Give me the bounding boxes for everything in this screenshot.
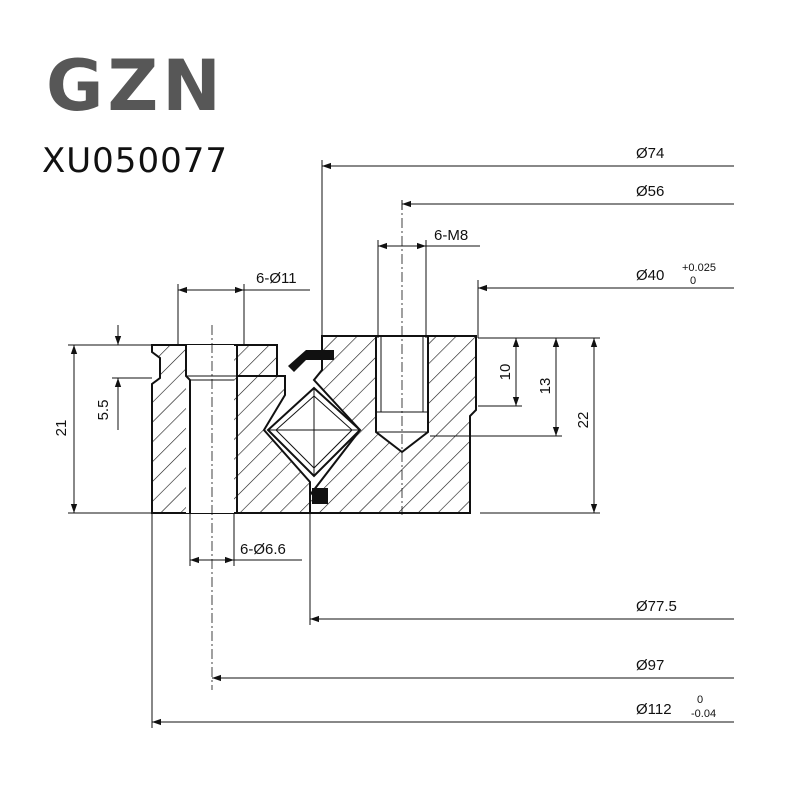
label-hole-11: 6-Ø11: [256, 270, 297, 287]
label-diameter-77-5: Ø77.5: [636, 598, 677, 615]
seal-top: [288, 350, 334, 372]
model-number: XU050077: [42, 141, 228, 181]
label-diameter-40: Ø40: [636, 267, 664, 284]
label-height-22: 22: [575, 412, 592, 429]
label-diameter-112-tol-lower: -0.04: [691, 708, 716, 720]
label-diameter-40-tol-lower: 0: [690, 275, 696, 287]
label-diameter-112: Ø112: [636, 701, 672, 718]
seal-bottom: [312, 488, 328, 504]
roller: [266, 386, 362, 478]
outer-ring: [151, 344, 311, 514]
brand-logo: GZN: [46, 45, 225, 127]
label-hole-6-6: 6-Ø6.6: [240, 541, 286, 558]
label-diameter-74: Ø74: [636, 145, 664, 162]
label-diameter-56: Ø56: [636, 183, 664, 200]
label-thread-m8: 6-M8: [434, 227, 468, 244]
label-diameter-97: Ø97: [636, 657, 664, 674]
label-height-10: 10: [497, 364, 514, 381]
label-diameter-112-tol-upper: 0: [697, 694, 703, 706]
label-depth-5-5: 5.5: [95, 400, 112, 421]
dimension-lines: [68, 160, 734, 728]
label-diameter-40-tol-upper: +0.025: [682, 262, 716, 274]
label-height-13: 13: [537, 378, 554, 395]
label-height-21: 21: [53, 420, 70, 437]
